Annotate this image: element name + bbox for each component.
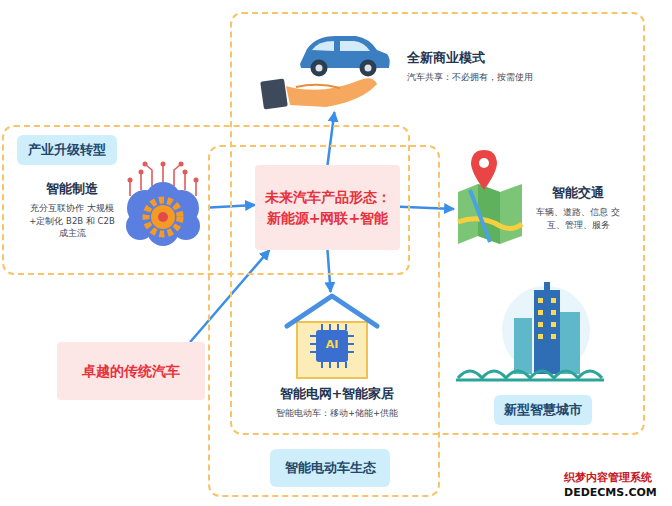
node-body: 智能电动车：移动+储能+供能 [257,407,417,420]
box-text: 卓越的传统汽车 [82,361,180,381]
text-block: 智能电网+智能家居智能电动车：移动+储能+供能 [257,386,417,420]
node-body: 充分互联协作 大规模+定制化 B2B 和 C2B 成主流 [24,202,120,240]
region-tag: 产业升级转型 [17,135,117,165]
box-text: 未来汽车产品形态： 新能源+网联+智能 [263,187,392,228]
car-hand-icon [260,36,389,110]
core-box: 未来汽车产品形态： 新能源+网联+智能 [255,165,400,250]
source-box: 卓越的传统汽车 [57,342,205,400]
concept-node: 全新商业模式汽车共享：不必拥有，按需使用 [260,17,570,112]
node-title: 智能交通 [532,185,624,202]
concept-node: 智能制造充分互联协作 大规模+定制化 B2B 和 C2B 成主流 [24,167,210,257]
ai-house-icon [287,296,377,378]
region-panel: 智能电动车生态 智能电网+智能家居智能电动车：移动+储能+供能 [208,145,440,497]
concept-node: 智能交通车辆、道路、信息 交互、管理、服务 [454,152,629,247]
watermark: DEDECMS.COM [564,486,664,499]
map-icon [458,150,522,244]
node-body: 汽车共享：不必拥有，按需使用 [407,71,567,84]
text-block: 全新商业模式汽车共享：不必拥有，按需使用 [407,50,567,84]
watermark: 织梦内容管理系统 [564,470,664,485]
concept-node: 智能电网+智能家居智能电动车：移动+储能+供能 [257,292,417,432]
region-tag: 新型智慧城市 [494,395,592,425]
brain-gear-icon [126,162,200,247]
flow-arrow [328,250,331,292]
region-tag: 智能电动车生态 [270,449,390,487]
node-title: 智能制造 [24,181,120,198]
node-title: 全新商业模式 [407,50,567,67]
node-title: 智能电网+智能家居 [257,386,417,403]
node-body: 车辆、道路、信息 交互、管理、服务 [532,206,624,232]
city-icon [456,282,604,380]
text-block: 智能交通车辆、道路、信息 交互、管理、服务 [532,185,624,231]
text-block: 智能制造充分互联协作 大规模+定制化 B2B 和 C2B 成主流 [24,181,120,240]
flow-arrow [210,205,255,208]
chip-label: AI [316,338,348,351]
flow-arrow [328,112,335,165]
